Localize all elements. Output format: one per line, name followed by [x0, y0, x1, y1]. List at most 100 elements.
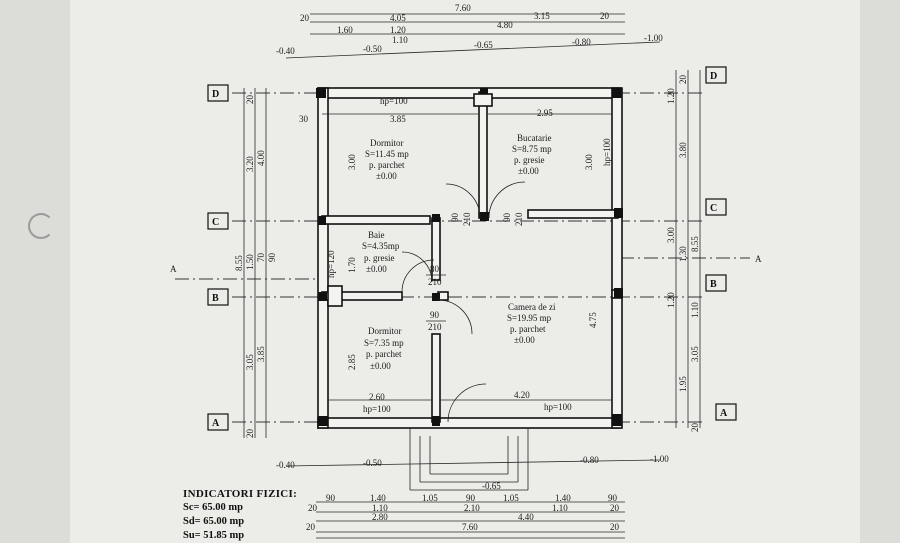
bottom-dimensions: -0.40 -0.50 -0.65 -0.80 -1.00 90 1.40 1.… [276, 454, 669, 539]
dim-left-320: 3.20 [245, 156, 255, 172]
dim-left-inner-170: 1.70 [347, 257, 357, 273]
indicator-su: Su= 51.85 mp [183, 530, 245, 541]
dim-left-inner-285: 2.85 [347, 354, 357, 370]
dim-right-300: 3.00 [666, 227, 676, 243]
dim-right-130: 1.30 [678, 246, 688, 262]
room-dormitor-2: Dormitor S=7.35 mp p. parchet ±0.00 [364, 326, 404, 371]
indicator-sd: Sd= 65.00 mp [183, 516, 245, 527]
axis-b-right: B [710, 279, 717, 290]
dim-top-120: 1.20 [390, 25, 406, 35]
room-camera-de-zi: Camera de zi S=19.95 mp p. parchet ±0.00 [507, 302, 556, 345]
section-mark-left: A [170, 264, 177, 274]
level-bottom-2: -0.50 [363, 458, 382, 468]
room-dormitor-1: Dormitor S=11.45 mp p. parchet ±0.00 [365, 138, 409, 181]
dim-right-20b: 20 [690, 423, 700, 433]
level-top-3: -0.65 [474, 40, 493, 50]
dim-right-380: 3.80 [678, 142, 688, 158]
axis-a-left: A [212, 418, 220, 429]
dim-bot-140b: 1.40 [555, 493, 571, 503]
dim-right-120a: 1.20 [666, 88, 676, 104]
hp-left: hp=120 [326, 250, 336, 278]
door-3-width: 80 [430, 264, 440, 274]
axis-c-left: C [212, 217, 219, 228]
dim-bot-90a: 90 [326, 493, 336, 503]
level-bottom-4: -0.80 [580, 455, 599, 465]
section-mark-right: A [755, 254, 762, 264]
room-name: Dormitor [370, 138, 404, 148]
dim-bot-20c: 20 [306, 522, 316, 532]
axis-d-right: D [710, 71, 717, 82]
dim-top-160: 1.60 [337, 25, 353, 35]
inner-dimensions: 3.85 2.95 2.60 4.20 hp=100 hp=100 hp=100… [322, 96, 612, 414]
dim-left-inner-300: 3.00 [347, 154, 357, 170]
room-name: Bucatarie [517, 133, 551, 143]
axis-a-right: A [720, 408, 728, 419]
grid-axes: D C B A D C B A A A [170, 66, 762, 431]
dim-left-70: 70 [256, 253, 266, 263]
level-bottom-3: -0.65 [482, 481, 501, 491]
dim-right-855: 8.55 [690, 236, 700, 252]
dim-bot-20d: 20 [610, 522, 620, 532]
axis-b-left: B [212, 293, 219, 304]
room-name: Dormitor [368, 326, 402, 336]
dim-right-110: 1.10 [690, 302, 700, 318]
top-dimensions: 7.60 20 4.05 3.15 20 1.60 1.20 4.80 1.10… [276, 3, 663, 59]
room-bucatarie: Bucatarie S=8.75 mp p. gresie ±0.00 [512, 133, 552, 176]
dim-left-855: 8.55 [234, 255, 244, 271]
dim-left-20a: 20 [245, 95, 255, 105]
left-dimensions: 8.55 3.20 1.50 3.05 4.00 70 3.85 20 90 2… [234, 88, 357, 438]
hp-top: hp=100 [380, 96, 408, 106]
hp-right: hp=100 [602, 138, 612, 166]
dim-right-305: 3.05 [690, 346, 700, 362]
watermark-logo-icon [28, 213, 54, 239]
dim-right-inner-300: 3.00 [584, 154, 594, 170]
dim-bot-210: 2.10 [464, 503, 480, 513]
indicators-title: INDICATORI FIZICI: [183, 488, 298, 500]
dim-bot-280: 2.80 [372, 512, 388, 522]
dim-top-20b: 20 [600, 11, 610, 21]
dim-top-20a: 20 [300, 13, 310, 23]
room-level: ±0.00 [518, 166, 539, 176]
room-level: ±0.00 [366, 264, 387, 274]
hp-bottom-right: hp=100 [544, 402, 572, 412]
door-2-width: 90 [502, 213, 512, 223]
dim-bot-105b: 1.05 [503, 493, 519, 503]
dim-bot-440: 4.40 [518, 512, 534, 522]
room-name: Baie [368, 230, 385, 240]
room-level: ±0.00 [376, 171, 397, 181]
door-2-height: 210 [514, 212, 524, 226]
door-1-height: 210 [462, 212, 472, 226]
dim-bot-110b: 1.10 [552, 503, 568, 513]
dim-inner-260: 2.60 [369, 392, 385, 402]
level-bottom-1: -0.40 [276, 460, 295, 470]
room-area: S=11.45 mp [365, 149, 409, 159]
dim-bot-total: 7.60 [462, 522, 478, 532]
room-area: S=8.75 mp [512, 144, 552, 154]
dim-left-90: 90 [267, 253, 277, 263]
level-top-4: -0.80 [572, 37, 591, 47]
dim-inner-295: 2.95 [537, 108, 553, 118]
dim-inner-420: 4.20 [514, 390, 530, 400]
room-floor: p. parchet [510, 324, 546, 334]
dim-left-20b: 20 [245, 429, 255, 439]
dim-inner-385: 3.85 [390, 114, 406, 124]
walls [316, 87, 623, 429]
room-area: S=4.35mp [362, 241, 400, 251]
right-dimensions: 1.20 3.00 1.30 1.20 1.95 3.80 1.10 3.05 … [584, 70, 701, 433]
dim-bot-105a: 1.05 [422, 493, 438, 503]
dim-top-315: 3.15 [534, 11, 550, 21]
dim-right-20a: 20 [678, 75, 688, 85]
dim-left-30: 30 [299, 114, 309, 124]
room-baie: Baie S=4.35mp p. gresie ±0.00 [362, 230, 400, 274]
door-4-height: 210 [428, 322, 442, 332]
dim-bot-110a: 1.10 [372, 503, 388, 513]
dim-bot-90b: 90 [466, 493, 476, 503]
hp-bottom-left: hp=100 [363, 404, 391, 414]
room-floor: p. parchet [369, 160, 405, 170]
room-level: ±0.00 [370, 361, 391, 371]
door-1-width: 90 [450, 213, 460, 223]
dim-bot-90c: 90 [608, 493, 618, 503]
room-floor: p. gresie [364, 253, 395, 263]
physical-indicators: INDICATORI FIZICI: Sc= 65.00 mp Sd= 65.0… [183, 487, 383, 543]
